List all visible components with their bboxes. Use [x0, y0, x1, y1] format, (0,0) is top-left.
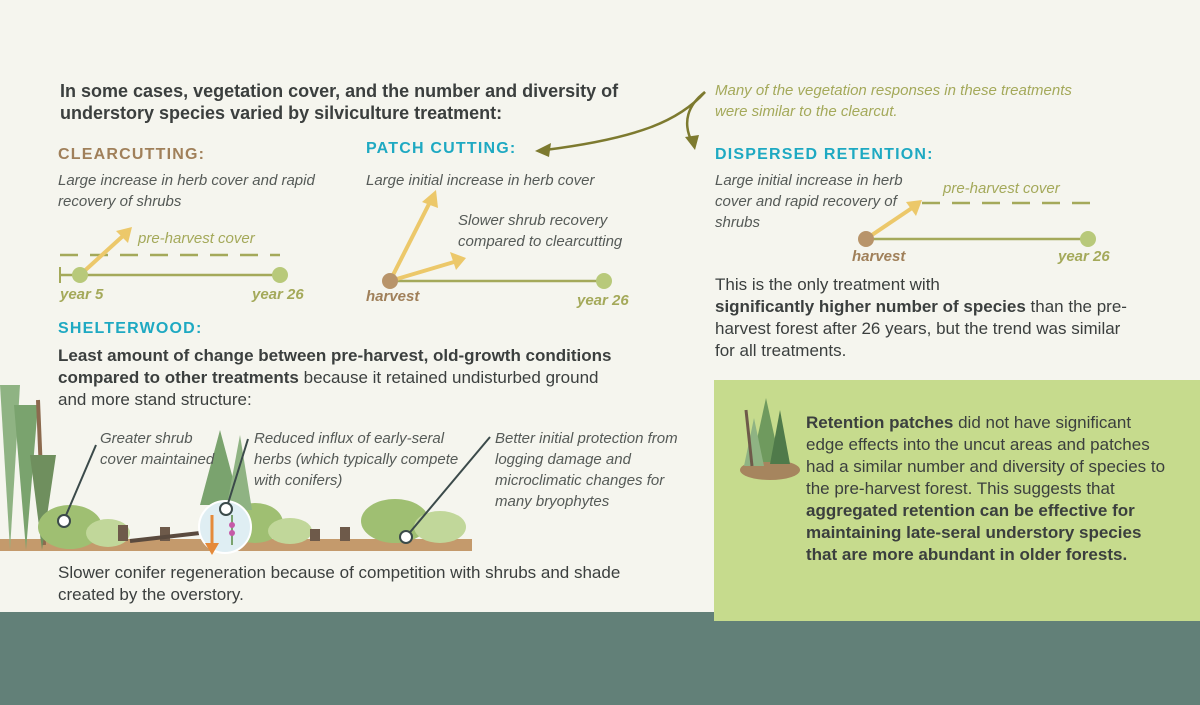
retention-patch-icon [740, 398, 800, 480]
patch-cutting-shrub-desc: Slower shrub recovery compared to clearc… [458, 212, 623, 250]
shelterwood-heading: SHELTERWOOD: [58, 320, 203, 337]
callout-early-seral: Reduced influx of early-seral herbs (whi… [254, 430, 459, 489]
shelterwood-footer: Slower conifer regeneration because of c… [58, 563, 621, 604]
note-arrow-to-patch-head [535, 143, 551, 157]
clearcutting-end-label: year 26 [252, 286, 304, 303]
dispersed-start-dot [858, 231, 874, 247]
note-text: Many of the vegetation responses in thes… [715, 82, 1072, 120]
dispersed-end-dot [1080, 231, 1096, 247]
clearcutting-pre-harvest-label: pre-harvest cover [138, 230, 255, 247]
patch-cutting-end-label: year 26 [577, 292, 629, 309]
note-arrow-to-patch [544, 91, 706, 152]
clearcutting-heading: CLEARCUTTING: [58, 146, 206, 163]
note-arrow-to-dispersed [685, 91, 706, 143]
shelterwood-illustration [0, 385, 491, 555]
patch-cutting-end-dot [596, 273, 612, 289]
clearcutting-timeline [59, 227, 288, 283]
intro-text: In some cases, vegetation cover, and the… [60, 81, 619, 123]
dispersed-end-label: year 26 [1058, 248, 1110, 265]
clearcutting-start-label: year 5 [60, 286, 104, 303]
dispersed-retention-heading: DISPERSED RETENTION: [715, 146, 934, 163]
dispersed-retention-desc: Large initial increase in herb cover and… [715, 172, 903, 231]
patch-cutting-herb-arrow [388, 201, 432, 282]
patch-cutting-start-label: harvest [366, 288, 420, 305]
callout-line-2 [225, 438, 249, 511]
callout-bryophytes: Better initial protection from logging d… [495, 430, 678, 510]
callout-dot-2 [219, 502, 233, 516]
callout-line-3 [405, 436, 491, 538]
retention-patches-text: Retention patches did not have significa… [806, 413, 1166, 564]
patch-cutting-start-dot [382, 273, 398, 289]
shelterwood-body: Least amount of change between pre-harve… [58, 346, 612, 409]
retention-patches-panel [714, 380, 1200, 621]
clearcutting-end-dot [272, 267, 288, 283]
note-arrow-to-dispersed-head [685, 135, 699, 150]
clearcutting-desc: Large increase in herb cover and rapid r… [58, 172, 315, 210]
callout-dot-1 [57, 514, 71, 528]
patch-cutting-desc: Large initial increase in herb cover [366, 172, 595, 189]
patch-cutting-shrub-arrow [389, 260, 455, 283]
dispersed-start-label: harvest [852, 248, 906, 265]
callout-line-1 [63, 444, 97, 521]
dispersed-retention-timeline [858, 200, 1096, 247]
patch-cutting-heading: PATCH CUTTING: [366, 140, 517, 157]
clearcutting-arrow [78, 233, 126, 277]
dispersed-retention-body: This is the only treatment with signific… [715, 275, 1127, 360]
ground-band [0, 612, 1200, 705]
tall-tree-1 [0, 385, 20, 550]
callout-dot-3 [399, 530, 413, 544]
patch-cutting-timeline [382, 190, 612, 289]
dispersed-pre-harvest-label: pre-harvest cover [943, 180, 1060, 197]
middle-conifer [200, 430, 240, 505]
callout-shrub-cover: Greater shrub cover maintained [100, 430, 215, 468]
clearcutting-start-dot [72, 267, 88, 283]
dispersed-arrow [864, 206, 914, 241]
